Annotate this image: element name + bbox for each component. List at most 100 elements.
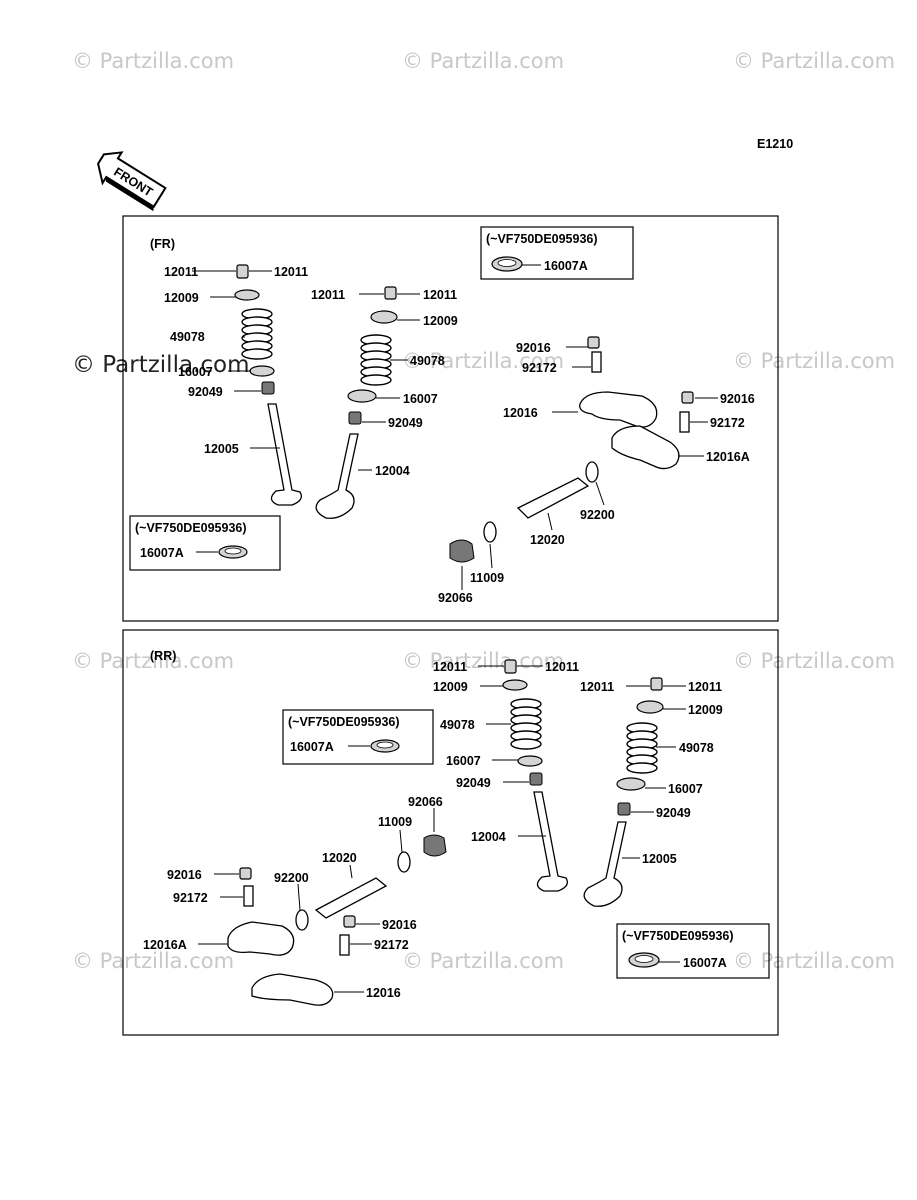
part-label: 12020 — [322, 851, 357, 865]
part-label: 12005 — [204, 442, 239, 456]
callout-part: 16007A — [140, 546, 184, 560]
keeper-part — [236, 264, 249, 279]
keeper-part — [650, 677, 663, 691]
part-label: 92172 — [522, 361, 557, 375]
part-label: 16007 — [668, 782, 703, 796]
callout-range: (~VF750DE095936) — [288, 715, 400, 729]
part-label: 92172 — [374, 938, 409, 952]
nut-part — [343, 915, 356, 928]
part-label: 16007 — [178, 365, 213, 379]
seat-part — [616, 777, 646, 791]
rocker-arm-12016A — [227, 921, 295, 956]
watermark: © Partzilla.com — [72, 649, 234, 673]
watermark: © Partzilla.com — [733, 49, 895, 73]
keeper-part — [384, 286, 397, 300]
seal-part — [617, 802, 631, 816]
rr-part-labels: 12011 12011 12009 49078 16007 92049 1200… — [143, 660, 723, 1000]
rr-valve-stack-mid — [478, 659, 569, 892]
part-label: 12011 — [423, 288, 457, 302]
seal-part — [261, 381, 275, 395]
part-label: 92049 — [188, 385, 223, 399]
part-label: 12011 — [164, 265, 198, 279]
valve-intake — [315, 433, 359, 519]
watermark: © Partzilla.com — [733, 949, 895, 973]
part-label: 12009 — [433, 680, 468, 694]
fr-rocker-assembly — [449, 336, 718, 590]
nut-part — [239, 867, 252, 880]
watermark: © Partzilla.com — [733, 649, 895, 673]
front-arrow-icon: FRONT — [97, 151, 167, 212]
retainer-part — [234, 289, 260, 301]
nut-part — [587, 336, 600, 349]
watermark: © Partzilla.com — [402, 949, 564, 973]
spring-part — [626, 722, 658, 774]
fr-callout-box-left: (~VF750DE095936) 16007A — [129, 515, 281, 571]
part-label: 16007 — [403, 392, 438, 406]
adjuster-part — [679, 411, 690, 433]
plug-part — [449, 539, 475, 563]
callout-range: (~VF750DE095936) — [486, 232, 598, 246]
seal-part — [529, 772, 543, 786]
rocker-shaft — [516, 477, 590, 519]
fr-valve-stack-left — [192, 264, 303, 506]
part-label: 11009 — [470, 571, 504, 585]
part-label: 12016A — [706, 450, 750, 464]
seat-part — [517, 755, 543, 767]
plug-part — [423, 834, 447, 857]
fr-valve-stack-mid — [315, 286, 420, 519]
rr-valve-stack-right — [583, 677, 686, 907]
part-label: 11009 — [378, 815, 412, 829]
rr-section-label: (RR) — [150, 649, 176, 663]
rocker-shaft — [314, 877, 388, 919]
part-label: 12011 — [688, 680, 722, 694]
fr-section-frame — [122, 215, 779, 622]
part-label: 92172 — [173, 891, 208, 905]
spring-part — [241, 308, 273, 360]
rr-callout-box-right: (~VF750DE095936) 16007A — [616, 923, 770, 979]
oring-part — [585, 461, 599, 483]
part-label: 92066 — [408, 795, 443, 809]
part-label: 12004 — [471, 830, 506, 844]
part-label: 92049 — [456, 776, 491, 790]
part-label: 49078 — [170, 330, 205, 344]
part-label: 92066 — [438, 591, 473, 605]
fr-callout-box-top: (~VF750DE095936) 16007A — [480, 226, 634, 280]
nut-part — [681, 391, 694, 404]
part-label: 92049 — [388, 416, 423, 430]
part-label: 92172 — [710, 416, 745, 430]
part-label: 92049 — [656, 806, 691, 820]
part-label: 12011 — [580, 680, 614, 694]
rr-callout-box-left: (~VF750DE095936) 16007A — [282, 709, 434, 765]
callout-part: 16007A — [290, 740, 334, 754]
watermark: © Partzilla.com — [72, 352, 250, 378]
adjuster-part — [243, 885, 254, 907]
callout-range: (~VF750DE095936) — [622, 929, 734, 943]
retainer-part — [636, 700, 664, 714]
part-label: 12011 — [274, 265, 308, 279]
watermark: © Partzilla.com — [733, 349, 895, 373]
fr-section-label: (FR) — [150, 237, 175, 251]
spring-part — [510, 698, 542, 750]
seal-part — [348, 411, 362, 425]
callout-part: 16007A — [544, 259, 588, 273]
valve-exhaust — [583, 821, 627, 907]
part-label: 12020 — [530, 533, 565, 547]
part-label: 16007 — [446, 754, 481, 768]
part-label: 92016 — [167, 868, 202, 882]
part-label: 12009 — [688, 703, 723, 717]
rr-section-frame — [122, 629, 779, 1036]
adjuster-part — [591, 351, 602, 373]
watermark: © Partzilla.com — [402, 49, 564, 73]
part-label: 12004 — [375, 464, 410, 478]
part-label: 92016 — [720, 392, 755, 406]
watermarks: © Partzilla.com © Partzilla.com © Partzi… — [72, 49, 895, 973]
fr-part-labels: 12011 12011 12009 49078 16007 92049 1200… — [164, 265, 755, 605]
retainer-part — [502, 679, 528, 691]
doc-code: E1210 — [757, 137, 793, 151]
part-label: 12009 — [423, 314, 458, 328]
part-label: 92016 — [382, 918, 417, 932]
rr-rocker-assembly — [198, 808, 447, 1006]
spring-part — [360, 334, 392, 386]
